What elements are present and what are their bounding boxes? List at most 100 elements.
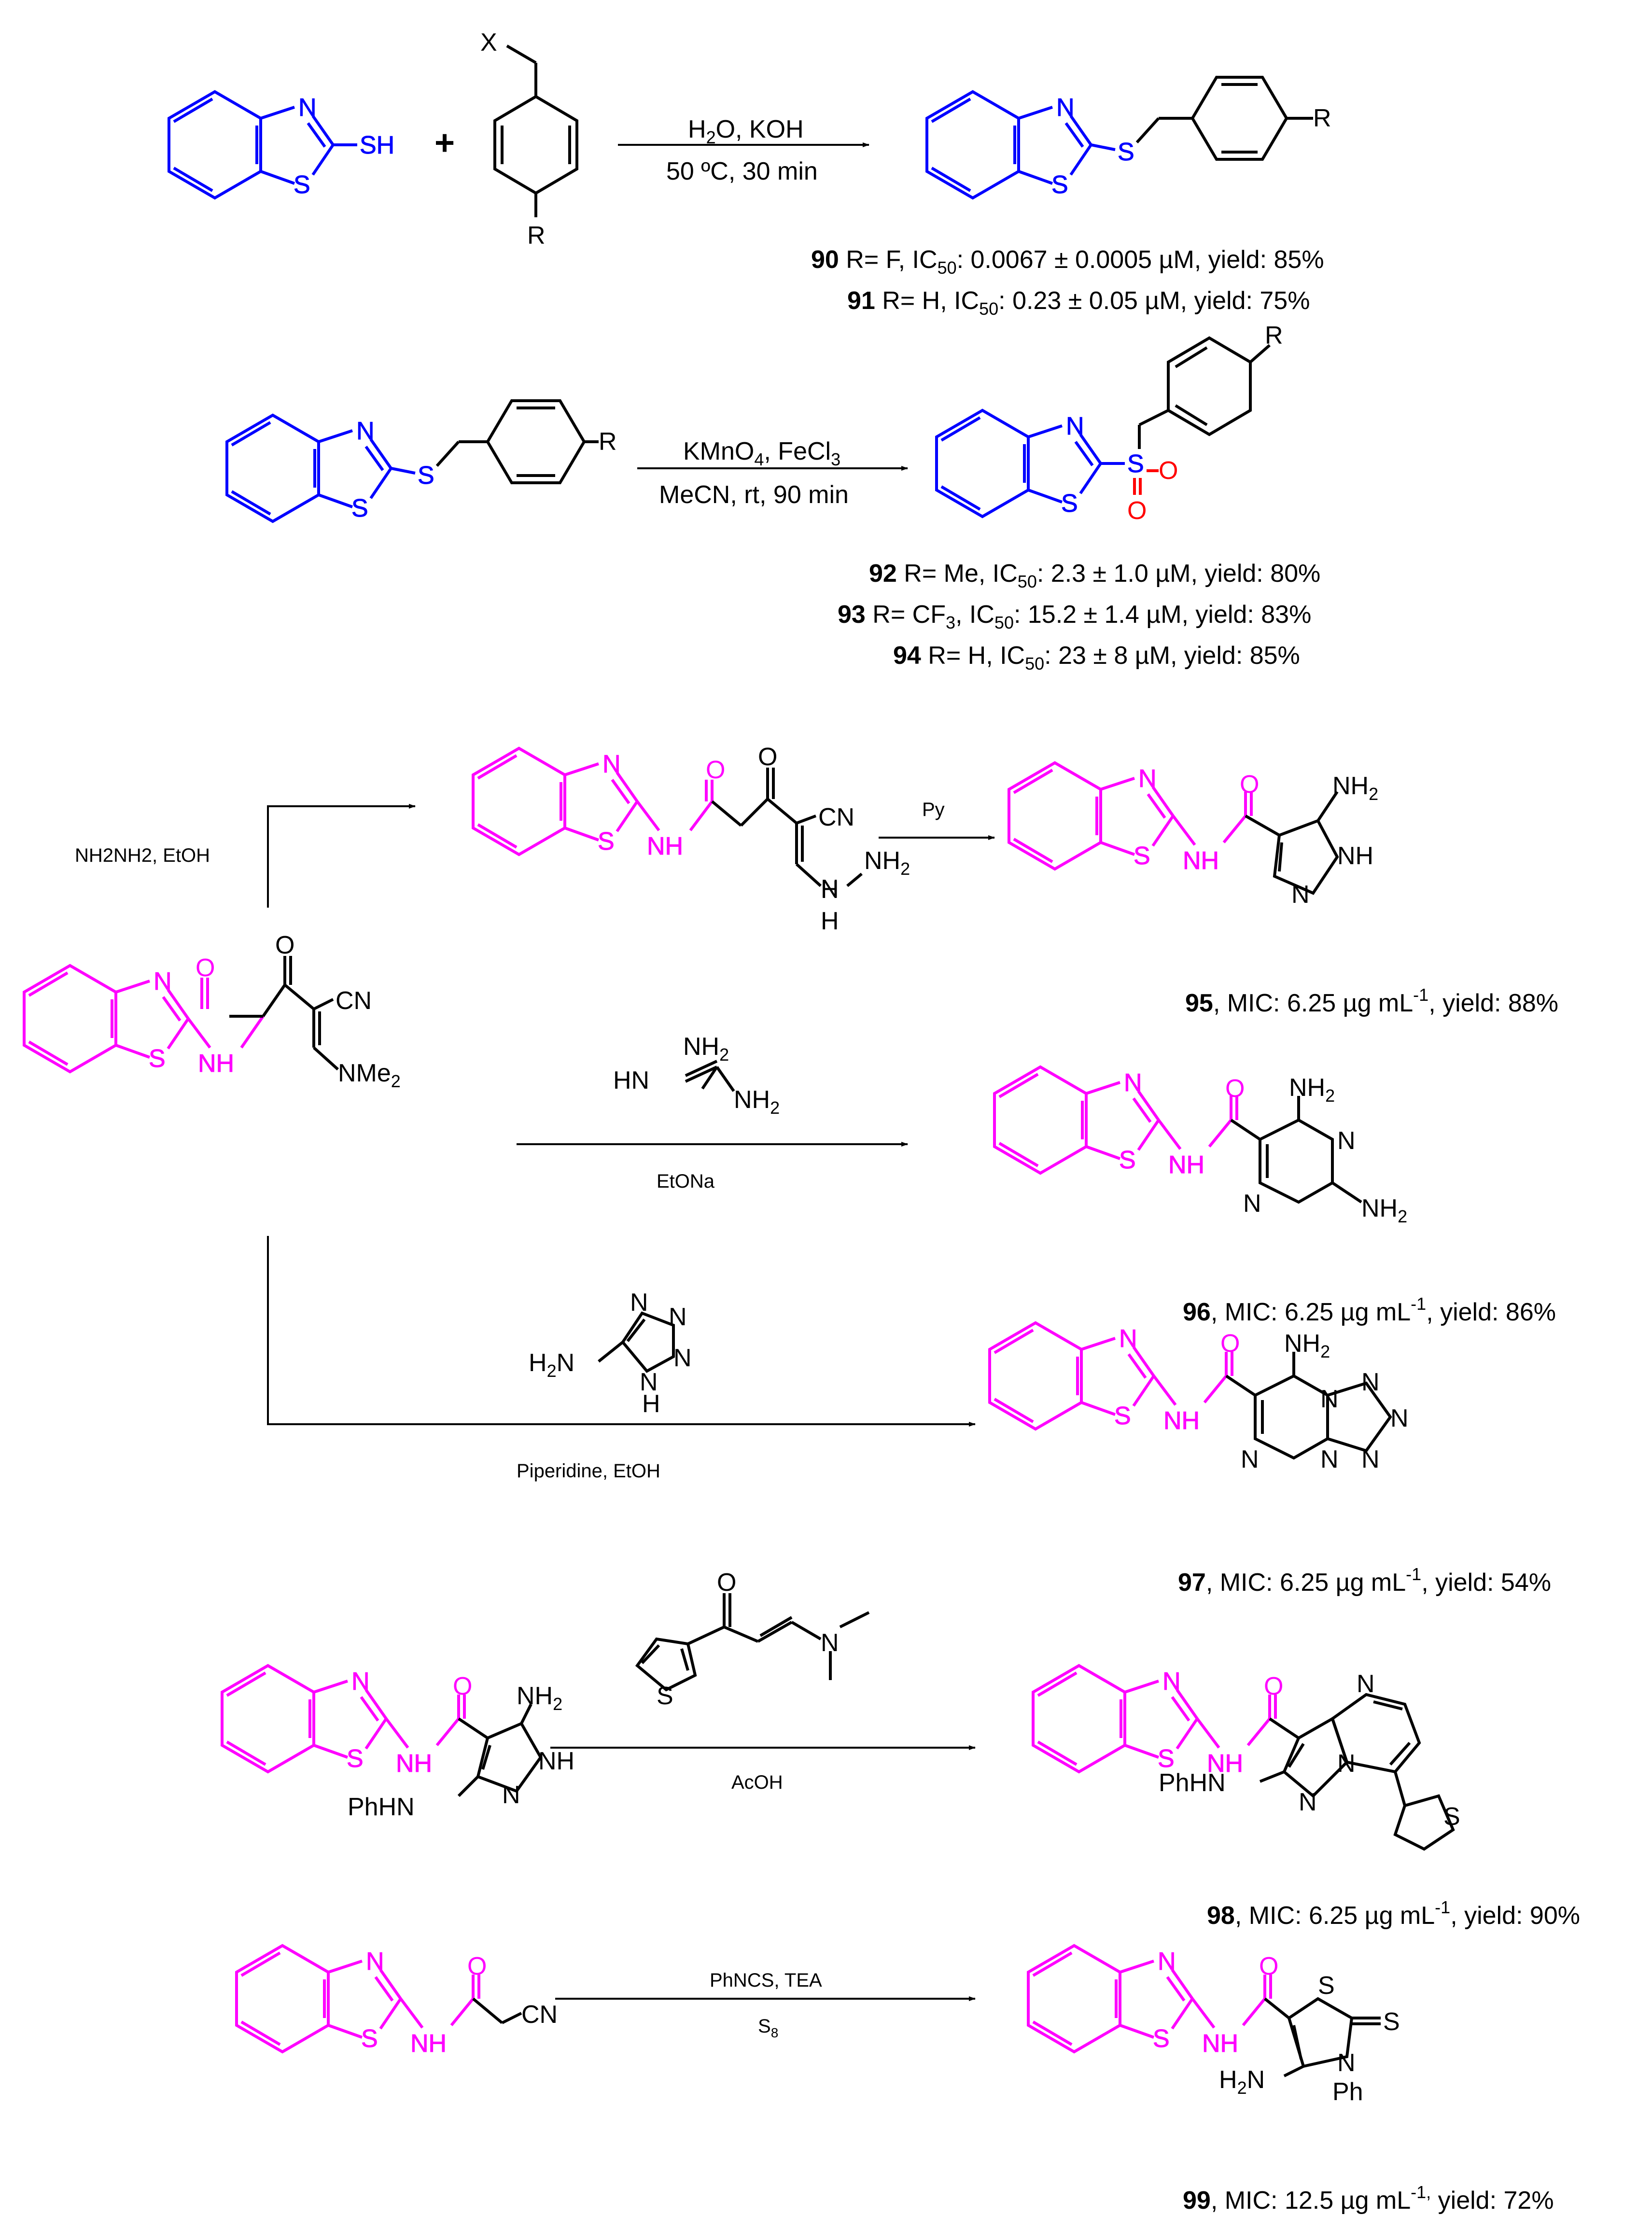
compound-95-label: 95, MIC: 6.25 µg mL-1, yield: 88% bbox=[1185, 985, 1558, 1017]
svg-text:N: N bbox=[1390, 1404, 1409, 1432]
compound-93-label: 93 R= CF3, IC50: 15.2 ± 1.4 µM, yield: 8… bbox=[838, 601, 1311, 632]
reactant-r-label: R bbox=[599, 428, 617, 456]
svg-text:O: O bbox=[706, 756, 725, 784]
svg-text:CN: CN bbox=[818, 803, 854, 831]
scheme1: N S SH + X R H2O, KOH 50 ºC, 30 min N S … bbox=[169, 28, 1331, 319]
svg-text:NH: NH bbox=[1207, 1750, 1243, 1778]
reactant-2-mercaptobenzothiazole: N S SH bbox=[169, 92, 395, 199]
branch-arrow-bottom bbox=[267, 1236, 976, 1427]
svg-text:N: N bbox=[1124, 1069, 1142, 1097]
svg-text:S: S bbox=[1051, 171, 1068, 199]
svg-text:N: N bbox=[1291, 881, 1310, 909]
condition-2a: KMnO4, FeCl3 bbox=[683, 437, 840, 469]
guanidine bbox=[685, 1060, 735, 1092]
product-95: N S NH bbox=[1009, 763, 1253, 875]
svg-text:N: N bbox=[669, 1303, 687, 1331]
svg-text:NH: NH bbox=[396, 1750, 432, 1778]
svg-text:S: S bbox=[149, 1045, 166, 1073]
svg-text:N: N bbox=[1337, 1750, 1356, 1778]
svg-text:N: N bbox=[1361, 1445, 1380, 1473]
svg-text:S: S bbox=[1061, 490, 1078, 518]
svg-text:O: O bbox=[1159, 457, 1178, 485]
svg-text:NH2: NH2 bbox=[864, 847, 910, 879]
svg-text:N: N bbox=[351, 1668, 370, 1696]
svg-text:S: S bbox=[1318, 1972, 1335, 2000]
svg-text:N: N bbox=[1361, 1368, 1380, 1396]
svg-text:NH: NH bbox=[538, 1747, 574, 1775]
svg-text:S: S bbox=[418, 462, 434, 490]
atom-s: S bbox=[294, 171, 310, 199]
reagent-piperidine: Piperidine, EtOH bbox=[517, 1460, 660, 1482]
product-99: N S NH bbox=[1028, 1946, 1272, 2058]
svg-text:N: N bbox=[1162, 1668, 1181, 1696]
cn-label: CN bbox=[336, 987, 372, 1015]
product-benzylthio-benzothiazole: N S S bbox=[927, 92, 1134, 199]
svg-text:N: N bbox=[640, 1368, 658, 1396]
svg-text:NH: NH bbox=[198, 1050, 234, 1078]
svg-text:O: O bbox=[1220, 1330, 1240, 1358]
product-r-label: R bbox=[1313, 104, 1331, 132]
scheme4: N S NH O NH2 NH N PhHN bbox=[222, 1569, 1580, 2215]
product-97: N S NH bbox=[990, 1323, 1233, 1435]
reagent-phncs: PhNCS, TEA bbox=[710, 1970, 822, 1991]
svg-text:NH2: NH2 bbox=[1361, 1194, 1407, 1226]
thienyl-enaminone bbox=[635, 1593, 870, 1692]
compound-92-label: 92 R= Me, IC50: 2.3 ± 1.0 µM, yield: 80% bbox=[869, 560, 1320, 591]
svg-text:N: N bbox=[673, 1344, 692, 1372]
reagent-s8: S8 bbox=[758, 2016, 778, 2040]
svg-text:H2N: H2N bbox=[529, 1349, 574, 1381]
svg-text:N: N bbox=[1299, 1788, 1317, 1816]
compound-91-label: 91 R= H, IC50: 0.23 ± 0.05 µM, yield: 75… bbox=[847, 287, 1310, 319]
svg-text:S: S bbox=[657, 1682, 673, 1710]
reagent-hydrazine: NH2NH2, EtOH bbox=[75, 845, 210, 866]
svg-text:CN: CN bbox=[521, 2001, 558, 2029]
reagent-py: Py bbox=[922, 799, 945, 820]
svg-text:N: N bbox=[366, 1948, 384, 1976]
svg-text:S: S bbox=[1119, 1146, 1136, 1174]
svg-text:NH2: NH2 bbox=[683, 1033, 729, 1065]
product-sulfone: N S S bbox=[937, 410, 1144, 518]
svg-text:O: O bbox=[453, 1672, 472, 1700]
svg-text:S: S bbox=[598, 827, 615, 855]
svg-text:NH: NH bbox=[410, 2030, 447, 2058]
svg-text:NH2: NH2 bbox=[1289, 1074, 1335, 1106]
svg-text:S: S bbox=[1118, 138, 1134, 166]
reactant-aminopyrazole: N S NH bbox=[222, 1666, 466, 1778]
svg-text:O: O bbox=[717, 1569, 736, 1597]
atom-n: N bbox=[298, 94, 317, 122]
svg-text:Ph: Ph bbox=[1332, 2078, 1363, 2106]
plus-sign: + bbox=[434, 124, 455, 162]
sulfone-oxygens bbox=[1133, 469, 1159, 495]
scheme3: N S NH O O CN NMe2 NH2NH2, EtOH bbox=[24, 743, 1558, 1597]
svg-text:NH2: NH2 bbox=[734, 1086, 780, 1118]
r-label: R bbox=[527, 222, 546, 250]
svg-text:N: N bbox=[356, 417, 375, 445]
svg-text:N: N bbox=[1357, 1670, 1375, 1698]
product-98: N S NH bbox=[1033, 1666, 1277, 1778]
svg-text:NH: NH bbox=[1183, 847, 1219, 875]
svg-text:N: N bbox=[630, 1289, 648, 1317]
svg-text:N: N bbox=[1337, 2049, 1356, 2077]
svg-text:N: N bbox=[154, 967, 172, 995]
reactant-thioether: N S S bbox=[227, 415, 434, 522]
svg-text:HN: HN bbox=[613, 1066, 649, 1094]
svg-text:O: O bbox=[196, 954, 215, 982]
svg-text:S: S bbox=[1127, 450, 1144, 478]
svg-text:NH: NH bbox=[1337, 842, 1373, 870]
svg-text:N: N bbox=[1056, 94, 1075, 122]
svg-text:O: O bbox=[758, 743, 777, 771]
product-benzyl-ring bbox=[1135, 76, 1313, 161]
nme2-label: NMe2 bbox=[338, 1059, 401, 1091]
svg-text:S: S bbox=[1383, 2008, 1400, 2036]
svg-text:H: H bbox=[821, 907, 839, 935]
svg-text:N: N bbox=[1066, 412, 1084, 440]
svg-text:N: N bbox=[1320, 1445, 1339, 1473]
svg-text:S: S bbox=[1153, 2025, 1170, 2053]
svg-text:N: N bbox=[821, 1629, 839, 1657]
svg-text:O: O bbox=[1264, 1672, 1283, 1700]
svg-text:N: N bbox=[1320, 1385, 1339, 1413]
svg-text:NH: NH bbox=[1168, 1151, 1204, 1179]
svg-text:N: N bbox=[821, 875, 839, 903]
svg-text:O: O bbox=[1127, 497, 1147, 525]
